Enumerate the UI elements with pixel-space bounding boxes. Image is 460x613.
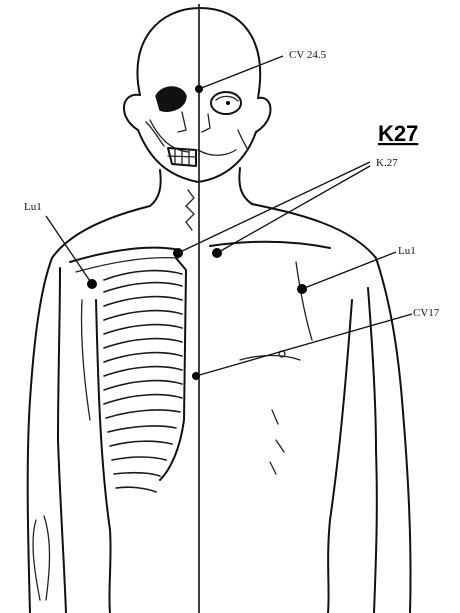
head-outline bbox=[124, 8, 271, 182]
body-outline bbox=[28, 204, 411, 613]
label-lu1-left: Lu1 bbox=[24, 201, 42, 213]
neck bbox=[150, 168, 252, 230]
label-k27-heading: K27 bbox=[378, 121, 418, 146]
label-k27-small: K.27 bbox=[376, 157, 398, 169]
label-lu1-right: Lu1 bbox=[398, 245, 416, 257]
label-cv24-5: CV 24.5 bbox=[289, 49, 327, 61]
face-half bbox=[198, 92, 248, 155]
rib-cage bbox=[104, 258, 186, 492]
label-cv17: CV17 bbox=[413, 307, 440, 319]
